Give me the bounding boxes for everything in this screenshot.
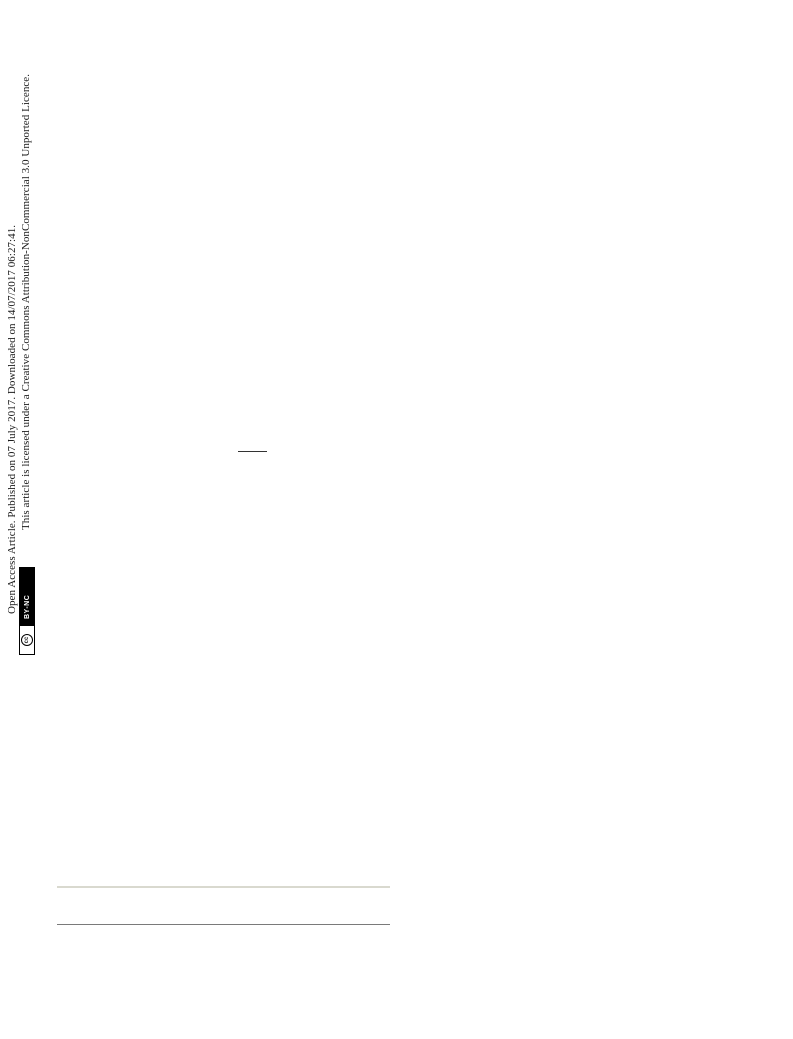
cc-by-nc-badge[interactable]: cc BY-NC [19,567,35,655]
publication-notice: Open Access Article. Published on 07 Jul… [6,224,18,614]
license-link[interactable]: This article is licensed under a Creativ… [20,73,32,530]
short-divider [238,451,267,452]
footer-divider-top [57,886,390,888]
cc-logo: cc [20,625,34,654]
open-access-notice: Open Access Article. Published on 07 Jul… [5,74,37,655]
footer-divider-bottom [57,924,390,925]
license-badge-label: BY-NC [23,594,31,619]
creative-commons-icon: cc [21,634,33,646]
